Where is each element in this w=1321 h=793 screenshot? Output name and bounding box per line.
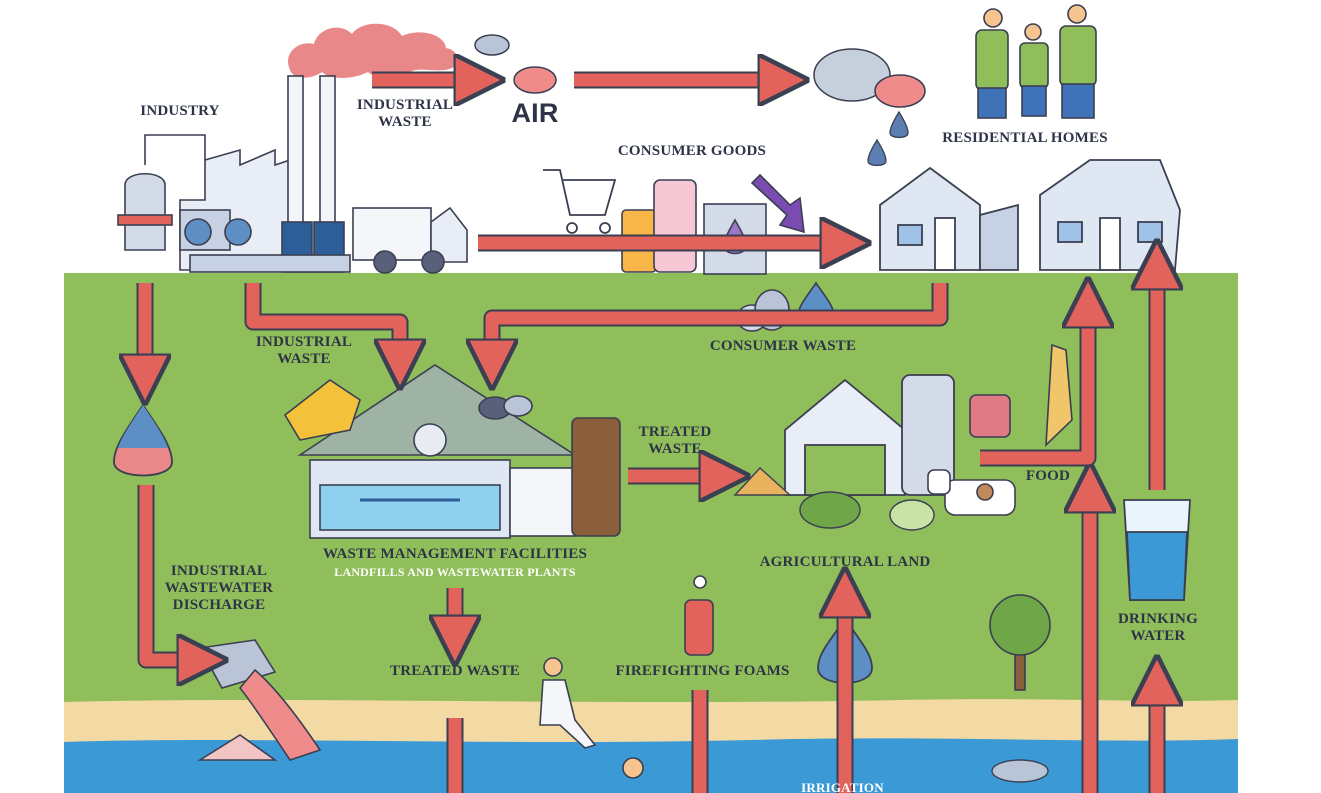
label-consumer-waste: CONSUMER WASTE (709, 338, 857, 354)
label-line: WASTE (277, 351, 331, 367)
label-residential-homes: RESIDENTIAL HOMES (942, 130, 1108, 146)
label-agricultural-land: AGRICULTURAL LAND (759, 554, 931, 570)
truck-illustration (352, 206, 468, 274)
label-line: TREATED (638, 424, 712, 440)
shopping-cart-icon (543, 169, 617, 234)
flow-arrows (145, 80, 1157, 793)
water-glass-icon (1123, 499, 1191, 601)
fish-icon (991, 759, 1049, 783)
label-industrial-waste-mid: INDUSTRIAL WASTE (240, 334, 368, 368)
storm-cloud-icon (813, 48, 926, 108)
water-area (64, 738, 1238, 793)
label-landfills: LANDFILLS AND WASTEWATER PLANTS (334, 565, 576, 579)
label-drinking-water: DRINKING WATER (1105, 611, 1211, 645)
label-line: WASTE (648, 441, 702, 457)
label-line: INDUSTRIAL (356, 97, 454, 113)
family-illustration (975, 4, 1097, 119)
label-line: WASTEWATER (164, 580, 274, 596)
label-line: WASTE (378, 114, 432, 130)
label-food: FOOD (1025, 468, 1071, 484)
swimmer-illustration (539, 657, 644, 779)
label-line: DISCHARGE (172, 597, 266, 613)
cloud-icon-small (474, 34, 510, 56)
food-illustration (969, 343, 1073, 447)
barn-illustration (784, 374, 955, 496)
pink-cloud-icon (513, 66, 557, 94)
cow-illustration (927, 469, 1016, 516)
label-air: AIR (511, 98, 559, 128)
label-irrigation: IRRIGATION (801, 780, 884, 793)
factory-illustration (117, 75, 351, 273)
fire-extinguisher-icon (684, 575, 714, 656)
label-industry: INDUSTRY (140, 103, 220, 119)
label-industrial-waste-top: INDUSTRIAL WASTE (340, 97, 470, 131)
rain-drop-icon (867, 138, 887, 167)
label-firefighting-foams: FIREFIGHTING FOAMS (615, 663, 790, 679)
label-treated-waste-mid: TREATED WASTE (622, 424, 728, 458)
wastewater-plant-illustration (309, 417, 621, 539)
smoke-cloud (288, 23, 458, 79)
label-industrial-wastewater: INDUSTRIAL WASTEWATER DISCHARGE (150, 563, 288, 614)
rain-drop-icon (889, 110, 909, 139)
house-illustration (879, 159, 1181, 271)
label-line: WATER (1130, 628, 1186, 644)
landfill-illustration (283, 364, 578, 457)
label-treated-waste-bottom: TREATED WASTE (389, 663, 520, 679)
contaminated-water-drop-icon (113, 403, 173, 477)
label-line: DRINKING (1118, 611, 1198, 627)
bottles-illustration (621, 173, 805, 275)
sand-strip (64, 699, 1238, 745)
label-waste-management: WASTE MANAGEMENT FACILITIES (322, 546, 588, 562)
label-line: INDUSTRIAL (170, 563, 268, 579)
label-line: INDUSTRIAL (255, 334, 353, 350)
tree-icon (989, 594, 1051, 691)
label-consumer-goods: CONSUMER GOODS (617, 143, 767, 159)
